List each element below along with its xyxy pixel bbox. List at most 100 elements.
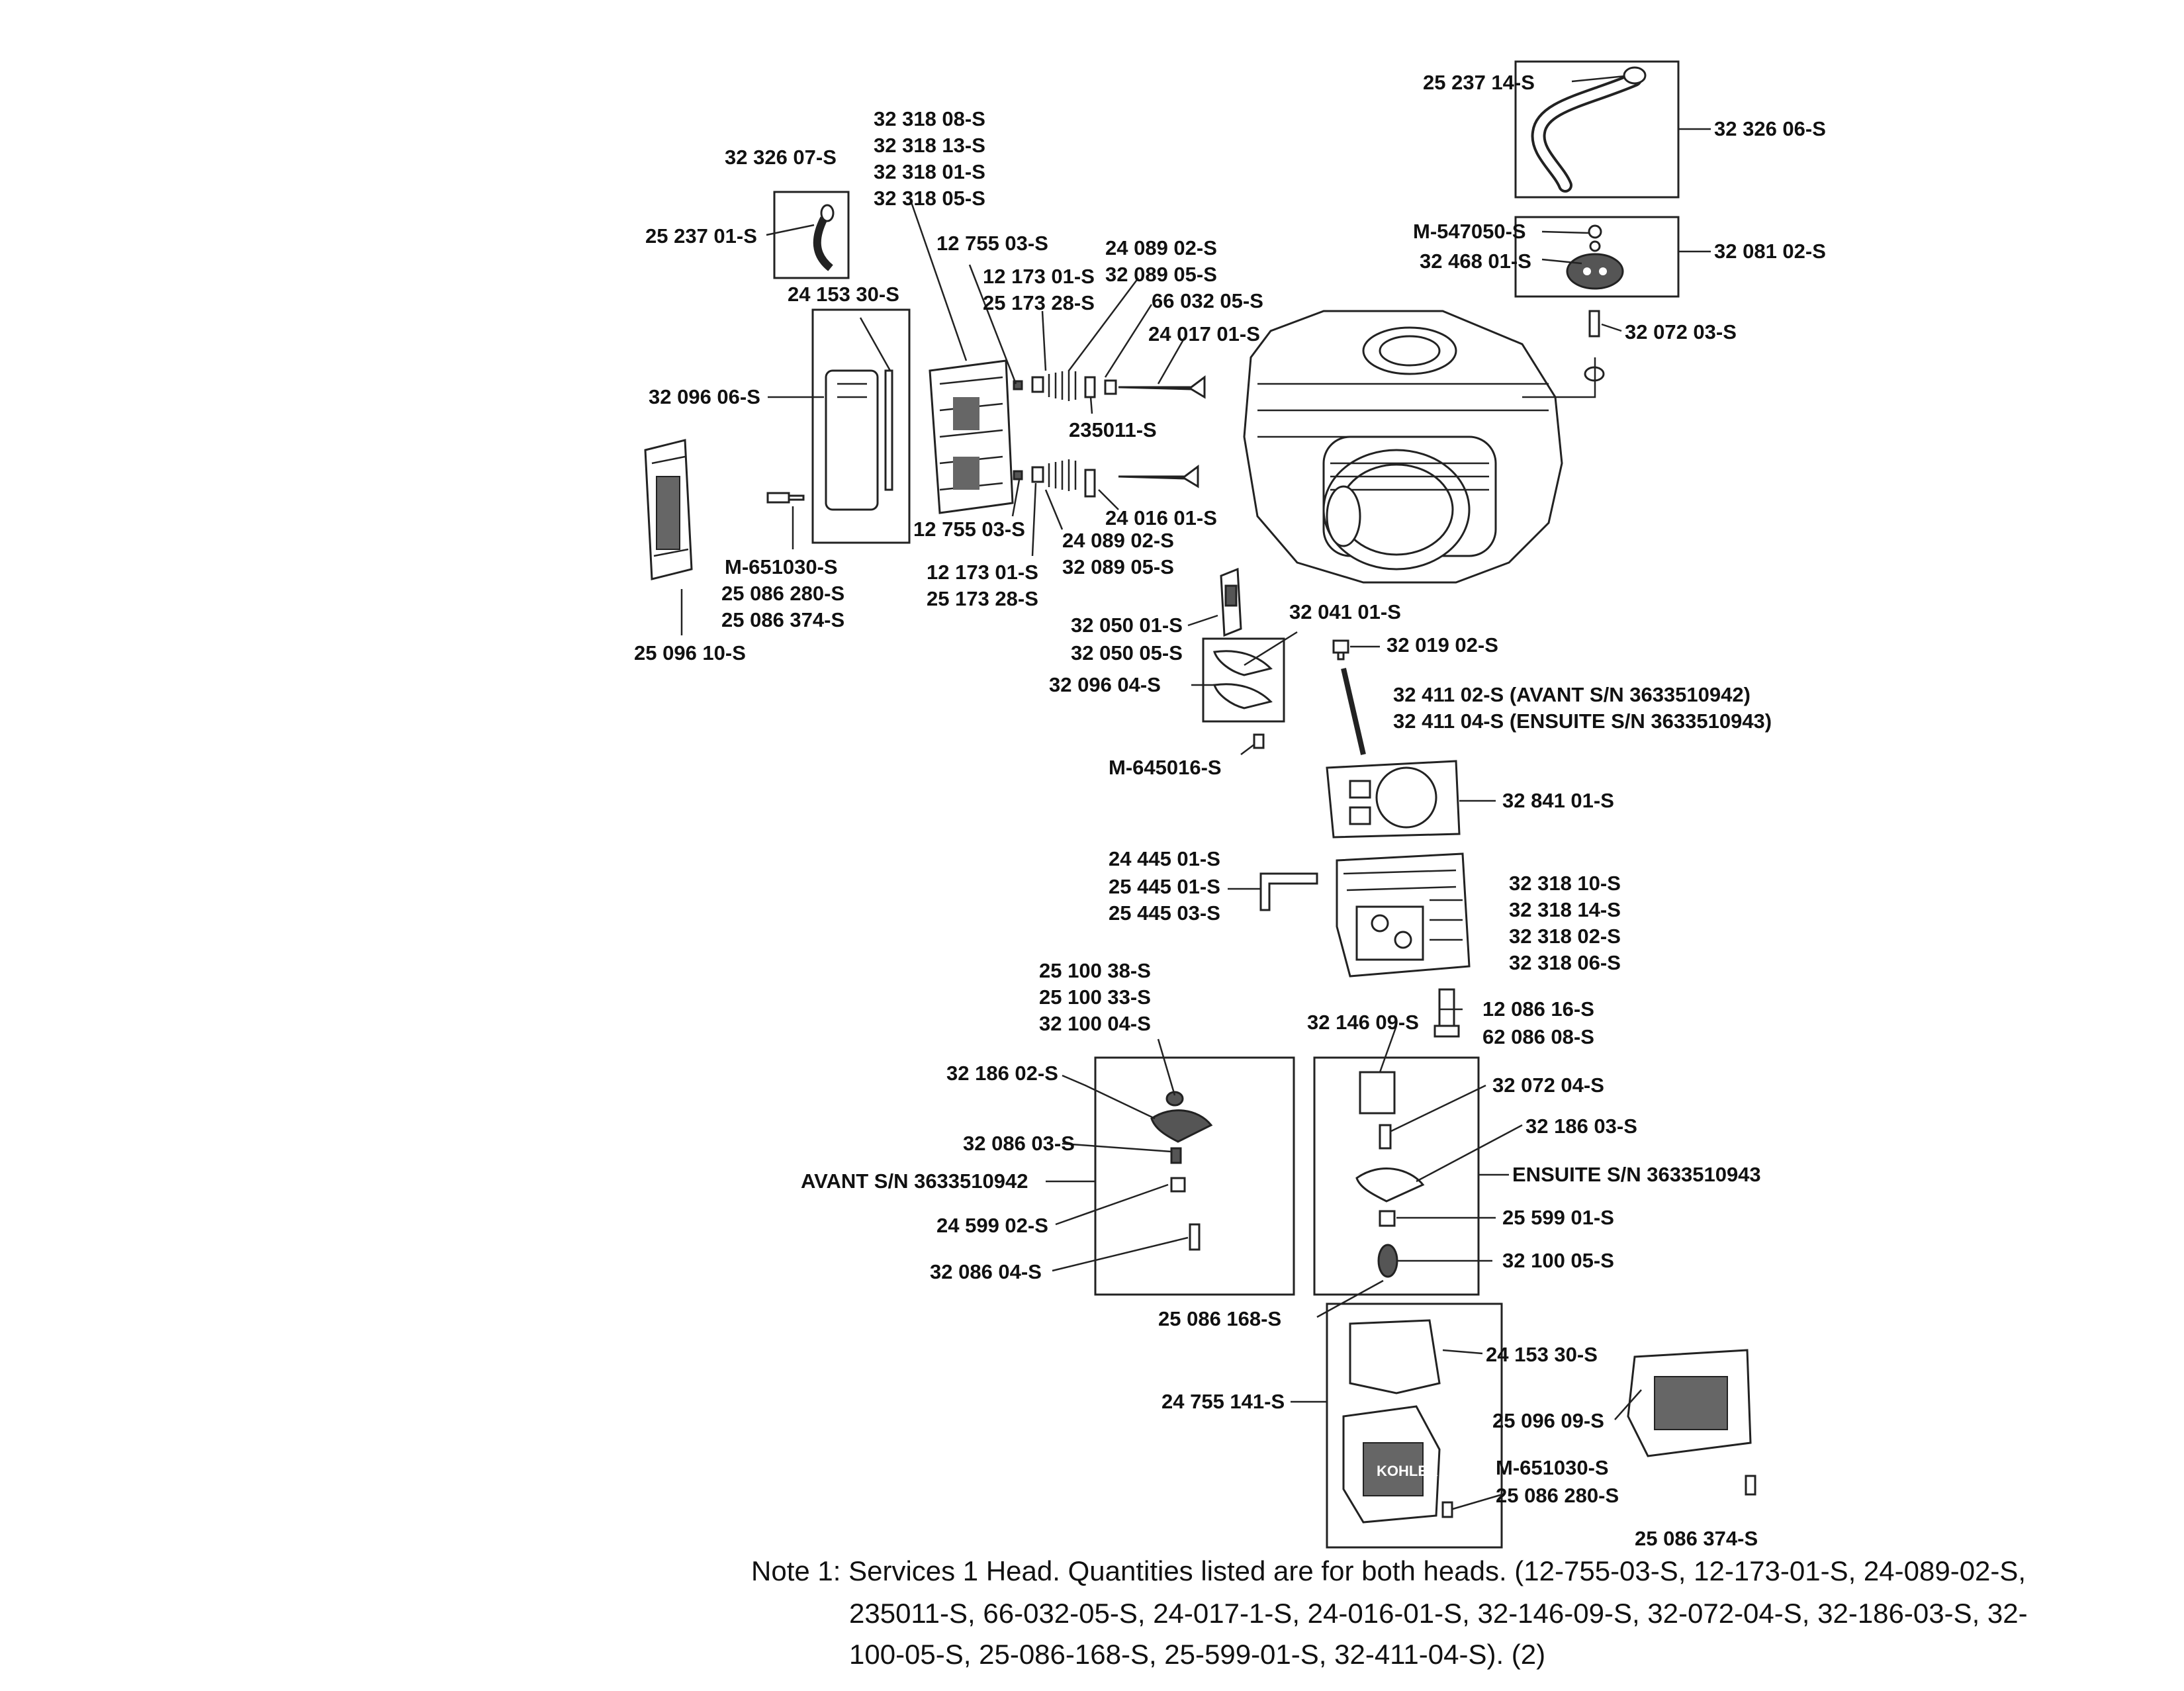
label-m-645016-s: M-645016-S (1109, 756, 1222, 779)
cover-brand-text: KOHLER (1377, 1463, 1438, 1479)
label-32-326-07-s: 32 326 07-S (725, 146, 837, 169)
valve-cover-left (644, 439, 693, 580)
label-25-100-38-s: 25 100 38-S (1039, 959, 1151, 982)
label-25-086-168-s: 25 086 168-S (1158, 1307, 1281, 1330)
label-32-318-14-s: 32 318 14-S (1509, 898, 1621, 921)
label-32-318-06-s: 32 318 06-S (1509, 951, 1621, 974)
label-66-032-05-s: 66 032 05-S (1152, 289, 1263, 312)
label-32-072-03-s: 32 072 03-S (1625, 320, 1737, 343)
leader-lines (680, 75, 1711, 1510)
valve-cover-gasket-right (1349, 1319, 1441, 1394)
label-32-050-01-s: 32 050 01-S (1071, 614, 1183, 637)
label-32-146-09-s: 32 146 09-S (1307, 1011, 1419, 1034)
valve-cover-kit-box (1326, 1303, 1503, 1549)
label-avant-sn: AVANT S/N 3633510942 (801, 1169, 1028, 1193)
label-32-086-03-s: 32 086 03-S (963, 1132, 1075, 1155)
valve-cover-bolt-right (1441, 1501, 1453, 1518)
label-24-755-141-s: 24 755 141-S (1161, 1390, 1285, 1413)
label-25-237-14-s: 25 237 14-S (1423, 71, 1535, 94)
valve-train-lower (1013, 459, 1199, 498)
label-32-318-10-s: 32 318 10-S (1509, 872, 1621, 895)
label-25-096-10-s: 25 096 10-S (634, 641, 746, 664)
rocker-avant-box (1094, 1056, 1295, 1296)
label-32-326-06-s: 32 326 06-S (1714, 117, 1826, 140)
valve-cover-bolt-left (766, 492, 805, 504)
note-line-2: 235011-S, 66-032-05-S, 24-017-1-S, 24-01… (849, 1598, 2028, 1629)
label-32-086-04-s: 32 086 04-S (930, 1260, 1042, 1283)
label-m-547050-s: M-547050-S (1413, 220, 1526, 243)
label-12-173-01-s-bottom: 12 173 01-S (927, 561, 1038, 584)
label-24-153-30-s-bottom: 24 153 30-S (1486, 1343, 1598, 1366)
valve-cover-gasket-left (825, 369, 893, 511)
label-32-411-04-s: 32 411 04-S (ENSUITE S/N 3633510943) (1393, 709, 1772, 733)
label-25-173-28-s-bottom: 25 173 28-S (927, 587, 1038, 610)
label-32-186-02-s: 32 186 02-S (946, 1062, 1058, 1085)
label-m-651030-s-left: M-651030-S (725, 555, 838, 578)
service-note: Note 1: Services 1 Head. Quantities list… (751, 1555, 2028, 1670)
label-12-755-03-s-top: 12 755 03-S (936, 232, 1048, 255)
label-25-086-280-s-left: 25 086 280-S (721, 582, 844, 605)
label-25-096-09-s: 25 096 09-S (1492, 1409, 1604, 1432)
label-32-081-02-s: 32 081 02-S (1714, 240, 1826, 263)
breather-tube-box (773, 191, 850, 279)
label-25-100-33-s: 25 100 33-S (1039, 985, 1151, 1009)
label-24-153-30-s-top: 24 153 30-S (788, 283, 899, 306)
crankcase-block (1243, 310, 1596, 584)
label-32-186-03-s: 32 186 03-S (1525, 1115, 1637, 1138)
breather-cover-box (1514, 216, 1680, 298)
label-24-445-01-s: 24 445 01-S (1109, 847, 1220, 870)
breather-hose (1531, 66, 1647, 193)
label-32-096-06-s: 32 096 06-S (649, 385, 760, 408)
head-bracket (1259, 872, 1318, 911)
note-line-3: 100-05-S, 25-086-168-S, 25-599-01-S, 32-… (849, 1639, 1545, 1670)
breather-tube (813, 204, 835, 271)
label-24-089-02-s-bottom: 24 089 02-S (1062, 529, 1174, 552)
breather-cover (1566, 224, 1624, 290)
label-25-445-03-s: 25 445 03-S (1109, 901, 1220, 925)
label-32-019-02-s: 32 019 02-S (1387, 633, 1498, 657)
head-bolt (1433, 988, 1460, 1038)
head-gasket (1326, 760, 1461, 839)
label-m-651030-s-right: M-651030-S (1496, 1456, 1609, 1479)
label-32-411-02-s: 32 411 02-S (AVANT S/N 3633510942) (1393, 683, 1751, 706)
rocker-ensuite-box (1313, 1056, 1480, 1296)
label-32-841-01-s: 32 841 01-S (1502, 789, 1614, 812)
label-62-086-08-s: 62 086 08-S (1482, 1025, 1594, 1048)
label-32-318-05-s: 32 318 05-S (874, 187, 985, 210)
label-32-041-01-s: 32 041 01-S (1289, 600, 1401, 623)
label-32-096-04-s: 32 096 04-S (1049, 673, 1161, 696)
valve-train-upper (1013, 370, 1206, 401)
push-rod (1341, 668, 1366, 755)
rocker-plates (1213, 650, 1273, 709)
label-32-072-04-s: 32 072 04-S (1492, 1074, 1604, 1097)
label-25-086-280-s-right: 25 086 280-S (1496, 1484, 1619, 1507)
label-25-086-374-s-right: 25 086 374-S (1635, 1527, 1758, 1550)
label-32-468-01-s: 32 468 01-S (1420, 250, 1531, 273)
label-12-086-16-s: 12 086 16-S (1482, 997, 1594, 1021)
push-rod-stud (1332, 639, 1349, 661)
cylinder-head-main (1336, 852, 1471, 978)
label-25-599-01-s: 25 599 01-S (1502, 1206, 1614, 1229)
label-25-237-01-s: 25 237 01-S (645, 224, 757, 248)
label-12-173-01-s-top: 12 173 01-S (983, 265, 1095, 288)
label-32-318-01-s: 32 318 01-S (874, 160, 985, 183)
label-32-089-05-s-bottom: 32 089 05-S (1062, 555, 1174, 578)
cylinder-head-upper (929, 359, 1014, 514)
note-line-1: Note 1: Services 1 Head. Quantities list… (751, 1555, 2026, 1586)
label-235011-s: 235011-S (1069, 418, 1157, 441)
label-32-050-05-s: 32 050 05-S (1071, 641, 1183, 664)
label-ensuite-sn: ENSUITE S/N 3633510943 (1512, 1163, 1761, 1186)
rocker-screw (1253, 733, 1265, 749)
rocker-shaft-block (1220, 567, 1242, 637)
valve-cover-far-right (1627, 1349, 1752, 1457)
part-labels: 25 237 14-S 32 326 06-S M-547050-S 32 46… (634, 71, 1826, 1550)
rocker-ensuite-parts (1355, 1071, 1425, 1278)
rocker-avant-parts (1150, 1091, 1213, 1251)
label-32-100-04-s: 32 100 04-S (1039, 1012, 1151, 1035)
cover-bolt-far-right (1745, 1475, 1756, 1496)
label-25-445-01-s: 25 445 01-S (1109, 875, 1220, 898)
label-25-173-28-s-top: 25 173 28-S (983, 291, 1095, 314)
valve-cover-right: KOHLER (1342, 1405, 1441, 1524)
label-24-016-01-s: 24 016 01-S (1105, 506, 1217, 529)
